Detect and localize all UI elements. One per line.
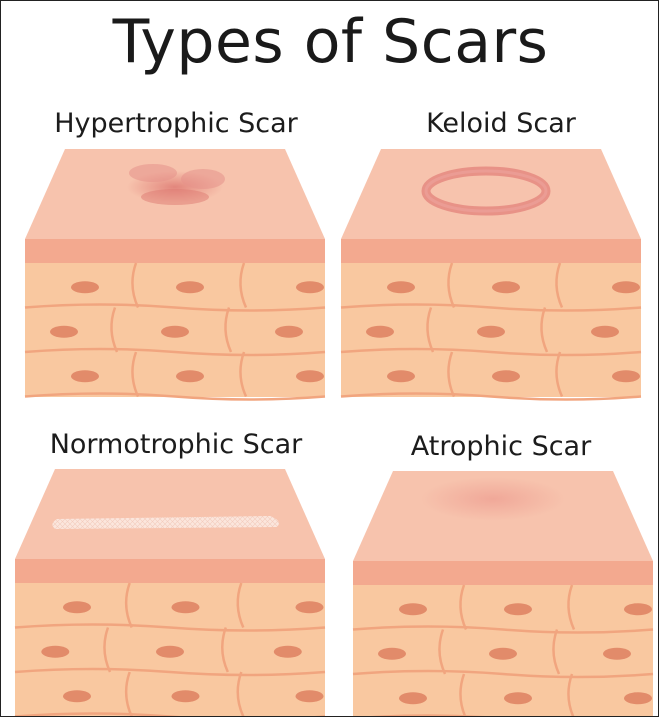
cell-nucleus — [624, 692, 652, 704]
cell-nucleus — [489, 648, 517, 660]
cell-nucleus — [492, 281, 520, 293]
hypertrophic-skin-illustration — [25, 149, 325, 397]
cell-nucleus — [296, 690, 324, 702]
panel-label-hypertrophic: Hypertrophic Scar — [21, 108, 331, 139]
figure-title: Types of Scars — [1, 3, 659, 81]
panel-label-keloid: Keloid Scar — [346, 108, 656, 139]
cell-layer — [15, 583, 325, 717]
cell-layer — [341, 263, 641, 400]
cell-nucleus — [63, 601, 91, 613]
cell-nucleus — [275, 326, 303, 338]
cell-nucleus — [492, 370, 520, 382]
panel-label-atrophic: Atrophic Scar — [346, 431, 656, 462]
panel-label-normotrophic: Normotrophic Scar — [16, 429, 336, 460]
cell-nucleus — [63, 690, 91, 702]
cell-nucleus — [399, 603, 427, 615]
cell-nucleus — [378, 648, 406, 660]
cell-nucleus — [387, 370, 415, 382]
cell-layer — [25, 263, 325, 400]
cell-nucleus — [591, 326, 619, 338]
cell-nucleus — [156, 646, 184, 658]
cell-layer — [353, 585, 653, 717]
cell-nucleus — [71, 370, 99, 382]
cell-nucleus — [172, 601, 200, 613]
cell-nucleus — [366, 326, 394, 338]
cell-nucleus — [274, 646, 302, 658]
atrophic-scar-mark — [421, 477, 565, 521]
cell-nucleus — [41, 646, 69, 658]
cell-nucleus — [161, 326, 189, 338]
cell-nucleus — [399, 692, 427, 704]
cell-nucleus — [296, 281, 324, 293]
normotrophic-skin-illustration — [15, 469, 325, 717]
keloid-skin-illustration — [341, 149, 641, 397]
cell-nucleus — [477, 326, 505, 338]
cell-nucleus — [504, 692, 532, 704]
atrophic-skin-illustration — [353, 471, 653, 717]
cell-nucleus — [624, 603, 652, 615]
cell-nucleus — [296, 370, 324, 382]
cell-nucleus — [176, 370, 204, 382]
cell-nucleus — [612, 281, 640, 293]
cell-nucleus — [50, 326, 78, 338]
cell-nucleus — [176, 281, 204, 293]
cell-nucleus — [296, 601, 324, 613]
cell-nucleus — [603, 648, 631, 660]
cell-nucleus — [71, 281, 99, 293]
cell-nucleus — [504, 603, 532, 615]
cell-nucleus — [612, 370, 640, 382]
cell-nucleus — [387, 281, 415, 293]
cell-nucleus — [172, 690, 200, 702]
